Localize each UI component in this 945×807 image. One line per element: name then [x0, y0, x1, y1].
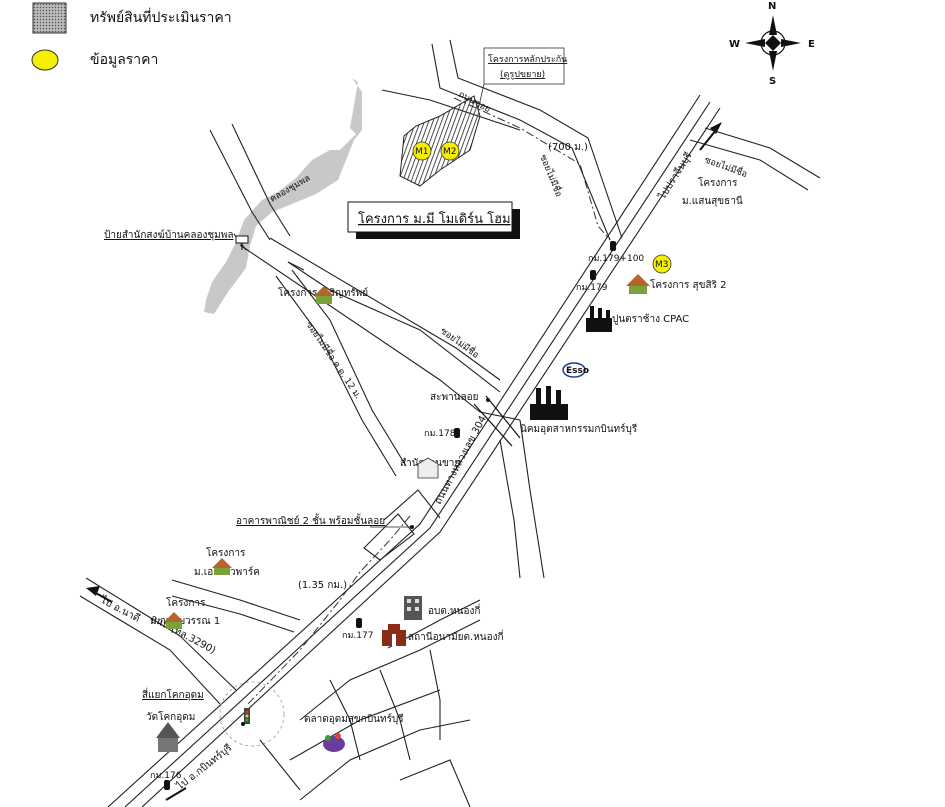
sales-office-icon — [417, 457, 439, 479]
legend-price-label: ข้อมูลราคา — [90, 52, 158, 68]
label-soi-noname-2: ซอยไม่มีชื่อ — [703, 153, 749, 181]
label-saensuk-1: โครงการ — [698, 176, 738, 189]
project-title: โครงการ ม.มี โมเดิร์น โฮม — [358, 211, 511, 227]
label-health: สถานีอนามัยต.หนองกี่ — [408, 629, 504, 643]
label-junction-1: สี่แยกโคกอุดม — [142, 687, 204, 701]
label-soi-noname-1: ซอยไม่มีชื่อ — [537, 152, 566, 198]
marker-m1-label: M1 — [415, 147, 429, 157]
label-junction-2: วัดโคกอุดม — [146, 710, 195, 723]
legend-hatch-swatch — [32, 2, 67, 34]
label-km179: กม.179 — [576, 283, 608, 293]
price-marker-m3[interactable] — [652, 254, 672, 274]
legend-price-marker-icon — [31, 49, 59, 71]
house-icon-ecopark — [212, 558, 232, 575]
factory-icon-industrial — [530, 386, 568, 420]
label-kanok-1: โครงการ — [166, 596, 206, 609]
route-lines — [245, 97, 611, 707]
compass-icon: N S W E — [729, 1, 815, 87]
temple-icon — [156, 722, 180, 752]
house-icon-charoen — [314, 286, 334, 304]
marker-m3-label: M3 — [655, 260, 669, 270]
marker-m2-label: M2 — [443, 147, 457, 157]
label-saensuk-2: ม.แสนสุขธานี — [682, 195, 743, 207]
house-icon-suksiri — [626, 274, 650, 294]
label-135km: (1.35 กม.) — [298, 580, 347, 591]
hospital-icon — [382, 624, 406, 646]
building-icon-sao — [404, 596, 422, 620]
main-project-label: โครงการหลักประกัน — [488, 54, 567, 65]
legend-appraised-label: ทรัพย์สินที่ประเมินราคา — [90, 8, 232, 26]
label-km179-100: กม.179+100 — [588, 254, 644, 264]
label-cement: ปูนตราช้าง CPAC — [612, 313, 689, 325]
compass-n: N — [768, 1, 776, 12]
factory-icon-cpac — [586, 306, 612, 332]
house-icon-kanok — [164, 612, 184, 629]
label-industrial: นิคมอุตสาหกรรมกบินทร์บุรี — [520, 423, 638, 435]
traffic-light-icon — [244, 708, 250, 724]
label-suksiri: โครงการ สุขสิริ 2 — [650, 278, 727, 291]
label-sao: อบต.หนองกี่ — [428, 603, 480, 617]
label-km178: กม.178 — [424, 429, 456, 439]
project-title-box: โครงการ ม.มี โมเดิร์น โฮม — [347, 201, 520, 239]
market-icon — [323, 733, 345, 752]
label-km176: กม.176 — [150, 771, 182, 781]
esso-icon: Esso — [562, 362, 589, 378]
arrow-ne-icon — [710, 122, 722, 134]
label-soi-noname-3: ซอยไม่มีชื่อ — [438, 324, 482, 361]
main-project-sub: (ดูรูปขยาย) — [500, 70, 545, 80]
main-project-box: โครงการหลักประกัน (ดูรูปขยาย) — [477, 47, 567, 111]
label-temple-sign: ป้ายสำนักสงฆ์บ้านคลองชุมพล — [104, 229, 233, 241]
highway-304 — [107, 94, 721, 807]
label-soi-kd12: ซอยไม่มีชื่อ ค.ด. 12 ม. — [304, 318, 366, 401]
bridge-icon — [473, 395, 521, 447]
esso-text: Esso — [566, 366, 589, 376]
appraised-property-area — [399, 95, 481, 187]
label-market: ตลาดอุดมสุขกบินทร์บุรี — [304, 713, 404, 725]
label-bridge: สะพานลอย — [430, 392, 479, 403]
compass-w: W — [729, 39, 740, 50]
price-marker-m2[interactable] — [440, 141, 460, 161]
label-700m: (700 ม.) — [548, 142, 588, 153]
canal-water — [204, 78, 362, 314]
compass-s: S — [769, 76, 776, 87]
legend: ทรัพย์สินที่ประเมินราคา ข้อมูลราคา — [31, 2, 232, 71]
price-marker-m1[interactable] — [412, 141, 432, 161]
sign-icon — [235, 235, 249, 250]
compass-e: E — [808, 39, 815, 50]
km-post-icon — [164, 241, 616, 790]
label-km177: กม.177 — [342, 631, 373, 641]
roads — [79, 39, 821, 807]
label-kanok-2: ม.กนกบวรรณ 1 — [150, 616, 220, 627]
label-commercial: อาคารพาณิชย์ 2 ชั้น พร้อมชั้นลอย — [236, 513, 385, 527]
label-ecopark-1: โครงการ — [206, 546, 246, 559]
